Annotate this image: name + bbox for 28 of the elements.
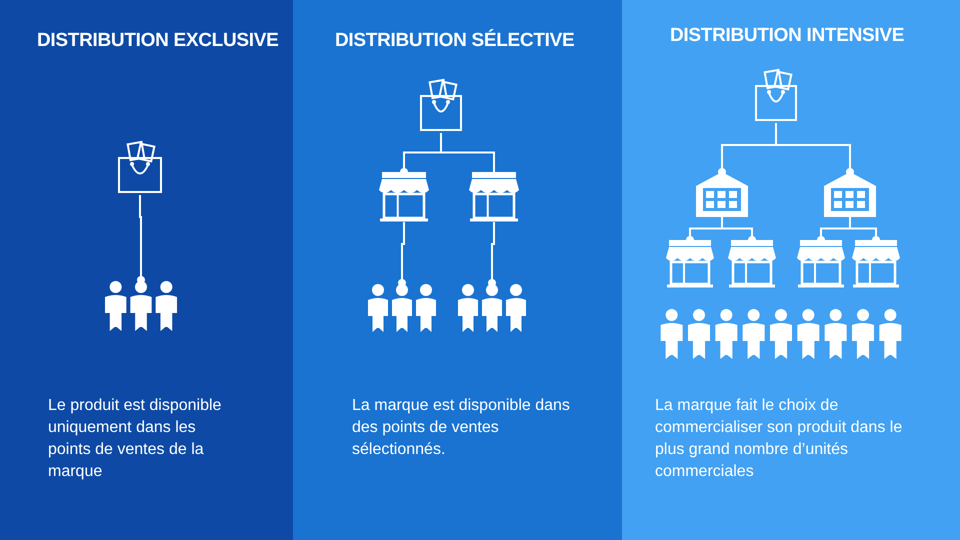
store-icon	[796, 240, 846, 288]
shopping-bag-icon	[115, 140, 165, 195]
connector-line	[488, 222, 496, 287]
people-group-icon	[456, 283, 528, 333]
people-group-icon	[103, 280, 179, 332]
store-icon	[468, 172, 520, 222]
distribution-panel	[293, 0, 622, 540]
store-icon	[665, 240, 715, 288]
warehouse-icon	[822, 172, 878, 217]
people-group-icon	[366, 283, 438, 333]
people-group-icon	[658, 308, 904, 360]
store-icon	[851, 240, 901, 288]
shopping-bag-icon	[752, 68, 800, 123]
store-icon	[727, 240, 777, 288]
panel-description: Le produit est disponible uniquement dans les points de ventes de la marque	[48, 396, 222, 482]
panel-description: La marque fait le choix de commercialiser son produit dans le plus grand nombre d’unités commerciales	[655, 396, 904, 482]
connector-line	[137, 195, 145, 284]
panel-description: La marque est disponible dans des points de ventes sélectionnés.	[352, 396, 570, 460]
distribution-panel	[622, 0, 960, 540]
panel-heading: DISTRIBUTION EXCLUSIVE	[37, 30, 278, 52]
connector-line	[440, 133, 495, 172]
panel-heading: DISTRIBUTION SÉLECTIVE	[335, 30, 574, 52]
warehouse-icon	[694, 172, 750, 217]
connector-line	[775, 123, 854, 176]
store-icon	[378, 172, 430, 222]
panel-heading: DISTRIBUTION INTENSIVE	[670, 25, 904, 47]
shopping-bag-icon	[417, 78, 465, 133]
connector-line	[398, 222, 406, 287]
